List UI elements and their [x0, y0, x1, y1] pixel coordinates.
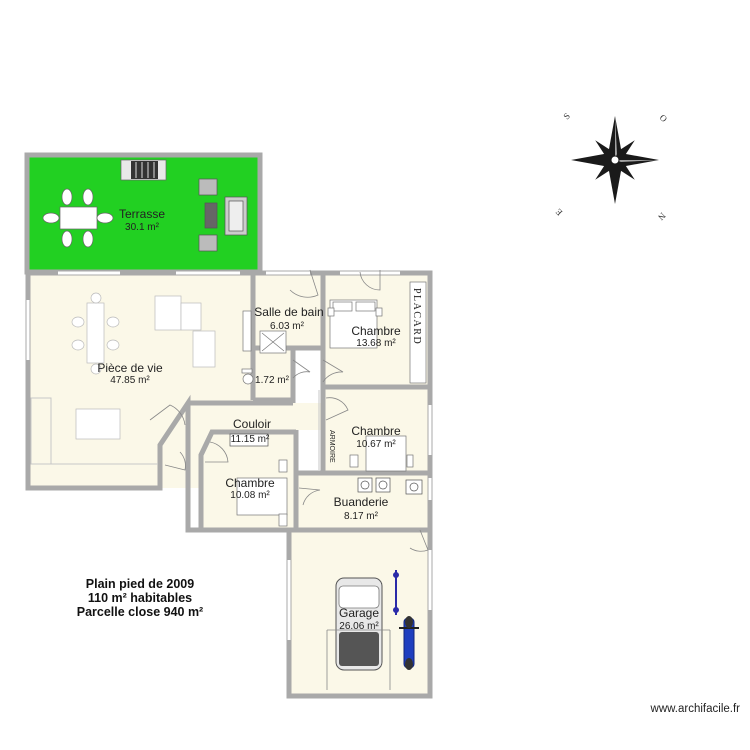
- car: [326, 577, 391, 690]
- barbecue: [120, 159, 167, 181]
- terrace: [24, 152, 263, 275]
- motorcycle: [399, 616, 419, 670]
- room-name-terrasse: Terrasse: [119, 207, 165, 221]
- info-line-year: Plain pied de 2009: [85, 577, 195, 591]
- garden-table: [42, 188, 114, 248]
- laundry-fixtures: [357, 477, 423, 495]
- placard-label: PLACARD: [411, 288, 422, 345]
- living-furniture: [75, 295, 216, 440]
- compass-label-e: E: [553, 206, 564, 217]
- room-name-chambre2: Chambre: [351, 424, 401, 438]
- room-area-chambre1: 13.68 m²: [356, 338, 396, 349]
- site-credit: www.archifacile.fr: [650, 703, 740, 715]
- room-name-salle-bain: Salle de bain: [254, 305, 323, 319]
- room-area-couloir: 11.15 m²: [231, 434, 270, 445]
- room-name-chambre3: Chambre: [225, 476, 275, 490]
- thin-walls: [30, 390, 320, 470]
- lounge-set: [198, 178, 248, 252]
- room-area-garage: 26.06 m²: [339, 621, 379, 632]
- bedroom3-furniture: [236, 459, 288, 527]
- compass-rose: S O E N: [553, 111, 670, 223]
- bedroom1-furniture: [327, 281, 427, 384]
- room-name-couloir: Couloir: [233, 417, 271, 431]
- doors: [149, 269, 429, 552]
- bathroom-fixtures: [241, 310, 287, 385]
- armoire-label: ARMOIRE: [328, 430, 335, 463]
- room-area-piece-vie: 47.85 m²: [110, 375, 150, 386]
- bicycle: [393, 570, 399, 615]
- room-name-garage: Garage: [339, 606, 379, 620]
- room-area-chambre3: 10.08 m²: [230, 490, 270, 501]
- room-name-chambre1: Chambre: [351, 324, 401, 338]
- info-line-plot: Parcelle close 940 m²: [76, 605, 204, 619]
- compass-label-s: S: [561, 111, 572, 122]
- bedroom2-furniture: [349, 435, 414, 472]
- dining-table: [71, 292, 120, 375]
- info-line-living-area: 110 m² habitables: [87, 591, 193, 605]
- windows: [26, 271, 432, 640]
- corridor-furniture: [229, 433, 269, 447]
- room-area-terrasse: 30.1 m²: [125, 222, 160, 233]
- room-area-salle-bain: 6.03 m²: [270, 321, 305, 332]
- room-area-buanderie: 8.17 m²: [344, 511, 379, 522]
- compass-label-n: N: [656, 211, 668, 223]
- property-info: Plain pied de 2009 110 m² habitables Par…: [60, 577, 220, 619]
- room-name-buanderie: Buanderie: [334, 495, 389, 509]
- room-area-wc: 1.72 m²: [255, 375, 290, 386]
- room-name-piece-vie: Pièce de vie: [97, 361, 163, 375]
- compass-label-o: O: [658, 112, 670, 124]
- room-area-chambre2: 10.67 m²: [356, 439, 396, 450]
